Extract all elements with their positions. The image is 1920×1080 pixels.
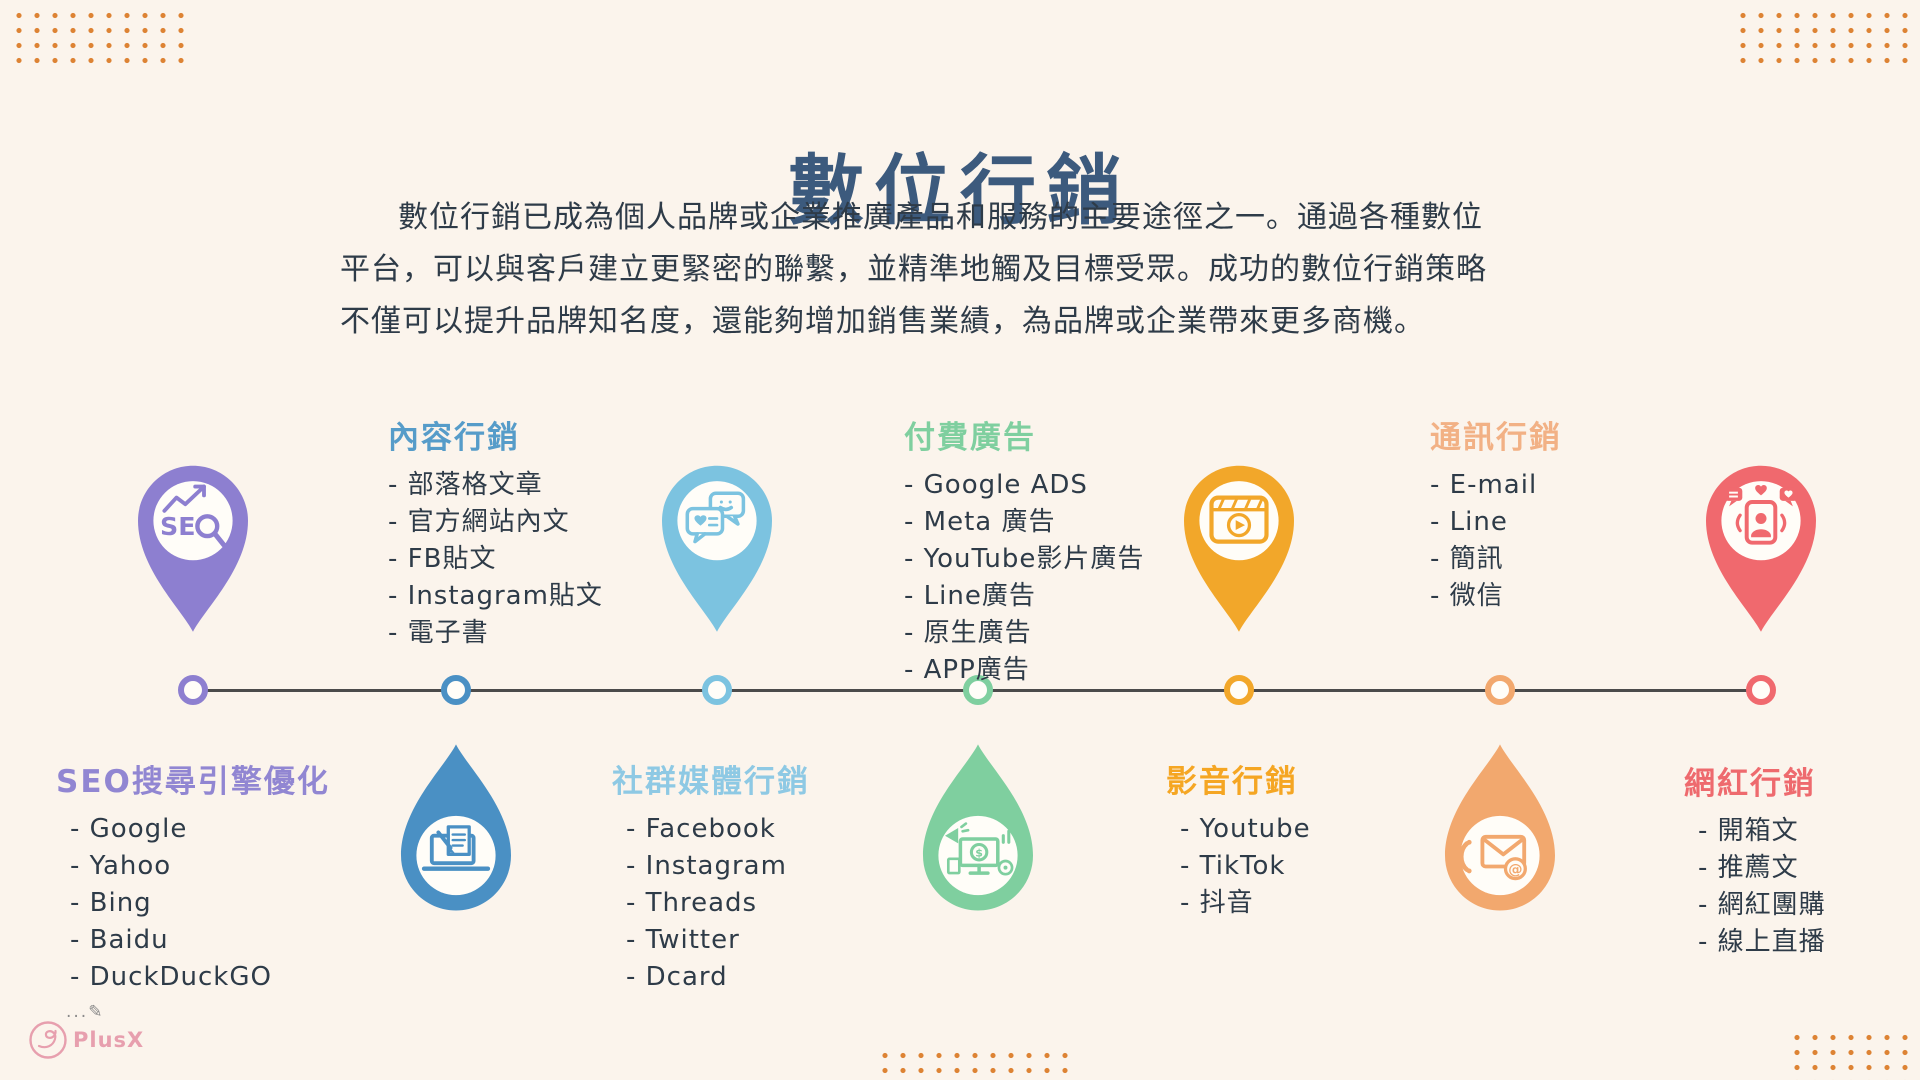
list-item: - Line (1430, 507, 1508, 537)
intro-line-2: 平台，可以與客戶建立更緊密的聯繫，並精準地觸及目標受眾。成功的數位行銷策略 (340, 252, 1487, 287)
plusx-logo: ...✎ PlusX (26, 1002, 144, 1062)
list-item: - TikTok (1180, 851, 1286, 881)
list-item: - Yahoo (70, 851, 172, 881)
dots-pattern-bottom-center (876, 1048, 1074, 1080)
logo-dots-text: ...✎ (66, 1002, 144, 1022)
section-list-content: - 部落格文章 - 官方網站內文 - FB貼文 - Instagram貼文 - … (388, 467, 603, 652)
content-drop-marker (401, 744, 511, 911)
section-heading-video: 影音行銷 (1166, 764, 1298, 800)
messaging-drop-marker: @ (1445, 744, 1555, 911)
dollar-icon-text: $ (975, 847, 983, 860)
seo-pin-marker: SE (138, 465, 248, 632)
plusx-logo-text: PlusX (73, 1028, 145, 1052)
section-heading-content: 內容行銷 (388, 420, 520, 456)
heart-icon (1784, 490, 1793, 498)
section-messaging-marketing: 通訊行銷 - E-mail - Line - 簡訊 - 微信 (1430, 412, 1562, 615)
list-item: - 開箱文 (1698, 816, 1799, 846)
timeline-dot-content (441, 675, 471, 705)
list-item: - Line廣告 (904, 581, 1036, 611)
video-clapperboard-icon (1209, 495, 1269, 544)
list-item: - 部落格文章 (388, 470, 543, 500)
section-heading-paid: 付費廣告 (904, 420, 1036, 456)
intro-line-3: 不僅可以提升品牌知名度，還能夠增加銷售業績，為品牌或企業帶來更多商機。 (340, 304, 1425, 339)
section-paid-ads: 付費廣告 - Google ADS - Meta 廣告 - YouTube影片廣… (904, 412, 1144, 689)
timeline-dot-video (1224, 675, 1254, 705)
list-item: - APP廣告 (904, 655, 1030, 685)
social-pin-marker (662, 465, 772, 632)
list-item: - 推薦文 (1698, 853, 1799, 883)
list-item: - Google (70, 814, 188, 844)
laptop-writing-icon (421, 825, 491, 871)
chat-bubbles-icon (685, 491, 746, 544)
list-item: - 簡訊 (1430, 544, 1504, 574)
list-item: - Dcard (626, 962, 728, 992)
list-item: - FB貼文 (388, 544, 497, 574)
list-item: - 原生廣告 (904, 618, 1032, 648)
section-list-paid: - Google ADS - Meta 廣告 - YouTube影片廣告 - L… (904, 467, 1144, 689)
dots-pattern-top-right (1734, 8, 1910, 72)
list-item: - Baidu (70, 925, 169, 955)
paid-drop-marker: $ (923, 744, 1033, 911)
list-item: - Facebook (626, 814, 776, 844)
plusx-logo-icon (29, 1021, 67, 1059)
section-heading-seo: SEO搜尋引擎優化 (56, 764, 330, 800)
section-influencer-marketing: 網紅行銷 - 開箱文 - 推薦文 - 網紅團購 - 線上直播 (1684, 758, 1826, 961)
section-seo: SEO搜尋引擎優化 - Google - Yahoo - Bing - Baid… (56, 756, 330, 996)
section-content-marketing: 內容行銷 - 部落格文章 - 官方網站內文 - FB貼文 - Instagram… (388, 412, 603, 652)
timeline-dot-messaging (1485, 675, 1515, 705)
list-item: - 官方網站內文 (388, 507, 570, 537)
section-social-media: 社群媒體行銷 - Facebook - Instagram - Threads … (612, 756, 810, 996)
timeline-dot-paid (963, 675, 993, 705)
list-item: - 電子書 (388, 618, 489, 648)
heart-icon (1755, 485, 1767, 496)
dots-pattern-top-left (10, 8, 186, 72)
list-item: - YouTube影片廣告 (904, 544, 1145, 574)
intro-line-1: 數位行銷已成為個人品牌或企業推廣產品和服務的主要途徑之一。通過各種數位 (398, 200, 1483, 235)
pencil-icon: ✎ (88, 1002, 105, 1022)
page-title: 數位行銷 (788, 145, 1132, 235)
at-icon-text: @ (1508, 862, 1522, 878)
section-heading-influencer: 網紅行銷 (1684, 766, 1816, 802)
list-item: - Instagram貼文 (388, 581, 603, 611)
list-item: - Threads (626, 888, 758, 918)
list-item: - DuckDuckGO (70, 962, 272, 992)
list-item: - Instagram (626, 851, 787, 881)
dots-pattern-bottom-right (1788, 1030, 1914, 1080)
section-list-messaging: - E-mail - Line - 簡訊 - 微信 (1430, 467, 1562, 615)
timeline-dot-social (702, 675, 732, 705)
list-item: - Meta 廣告 (904, 507, 1056, 537)
timeline-dot-seo (178, 675, 208, 705)
section-list-video: - Youtube - TikTok - 抖音 (1166, 811, 1311, 922)
section-list-influencer: - 開箱文 - 推薦文 - 網紅團購 - 線上直播 (1684, 813, 1826, 961)
list-item: - Youtube (1180, 814, 1311, 844)
timeline-dot-influencer (1746, 675, 1776, 705)
list-item: - 微信 (1430, 581, 1504, 611)
logo-ellipsis: ... (66, 1002, 89, 1022)
list-item: - 網紅團購 (1698, 890, 1826, 920)
list-item: - 線上直播 (1698, 927, 1826, 957)
section-video-marketing: 影音行銷 - Youtube - TikTok - 抖音 (1166, 756, 1311, 922)
list-item: - Bing (70, 888, 152, 918)
list-item: - 抖音 (1180, 888, 1254, 918)
list-item: - Twitter (626, 925, 740, 955)
list-item: - Google ADS (904, 470, 1088, 500)
video-pin-marker (1184, 465, 1294, 632)
section-heading-social: 社群媒體行銷 (612, 764, 810, 800)
play-icon (1235, 520, 1246, 531)
ads-monitor-icon (945, 822, 1014, 876)
section-list-seo: - Google - Yahoo - Bing - Baidu - DuckDu… (56, 811, 330, 996)
list-item: - E-mail (1430, 470, 1538, 500)
email-phone-icon (1458, 834, 1527, 881)
seo-magnifier-chart-icon (162, 484, 227, 548)
influencer-pin-marker (1706, 465, 1816, 632)
section-list-social: - Facebook - Instagram - Threads - Twitt… (612, 811, 810, 996)
section-heading-messaging: 通訊行銷 (1430, 420, 1562, 456)
seo-icon-text: SE (160, 512, 196, 541)
intro-paragraph: 數位行銷已成為個人品牌或企業推廣產品和服務的主要途徑之一。通過各種數位 平台，可… (340, 192, 1620, 348)
